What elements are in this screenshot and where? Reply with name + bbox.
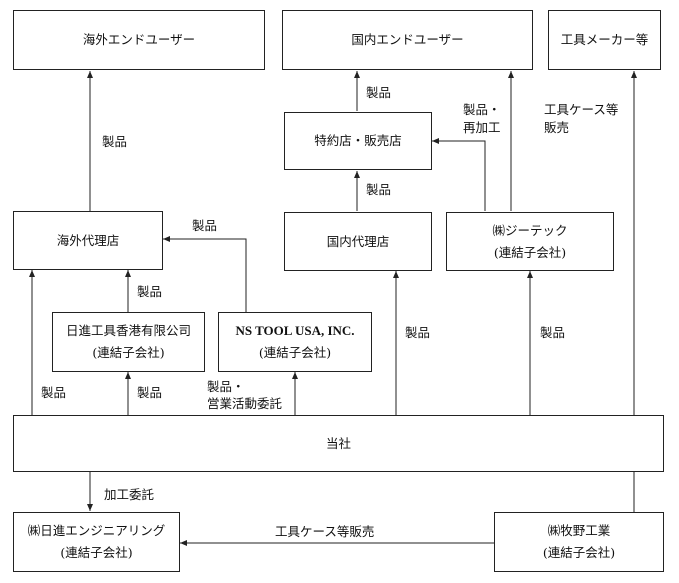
domestic-agents-label: 国内代理店 <box>326 233 390 249</box>
label-products-gtech: 製品 <box>540 325 566 340</box>
label-processing-outsource: 加工委託 <box>104 487 155 502</box>
label-products-domestic-agents: 製品 <box>405 325 431 340</box>
overseas-end-users-box: 海外エンドユーザー <box>13 10 265 70</box>
label-products-sales-1: 製品・ <box>207 379 245 394</box>
domestic-agents-box: 国内代理店 <box>284 212 432 271</box>
special-stores-box: 特約店・販売店 <box>284 112 432 170</box>
label-products-overseas: 製品 <box>102 134 128 149</box>
tool-makers-label: 工具メーカー等 <box>560 32 649 47</box>
g-tech-name: ㈱ジーテック <box>492 222 568 238</box>
label-products-company-hk: 製品 <box>137 385 163 400</box>
overseas-agents-box: 海外代理店 <box>13 211 163 270</box>
ns-tool-usa-box: NS TOOL USA, INC. (連結子会社) <box>218 312 372 372</box>
makino-sub: (連結子会社) <box>542 545 616 560</box>
company-label: 当社 <box>325 435 351 451</box>
g-tech-sub: (連結子会社) <box>493 244 567 260</box>
engineering-name: ㈱日進エンジニアリング <box>27 523 166 538</box>
g-tech-box: ㈱ジーテック (連結子会社) <box>446 212 614 271</box>
arrow-gtech-to-stores <box>432 138 486 211</box>
arrow-nsusa-to-overseas-agents <box>163 236 247 312</box>
overseas-end-users-label: 海外エンドユーザー <box>82 32 196 47</box>
ns-tool-usa-sub: (連結子会社) <box>258 345 332 360</box>
hk-subsidiary-name: 日進工具香港有限公司 <box>65 323 191 338</box>
engineering-box: ㈱日進エンジニアリング (連結子会社) <box>13 512 180 572</box>
label-products-nsusa-overseas: 製品 <box>192 218 218 233</box>
engineering-sub: (連結子会社) <box>60 545 133 560</box>
label-products-stores: 製品 <box>366 182 392 197</box>
overseas-agents-label: 海外代理店 <box>56 232 120 248</box>
label-products-rework-1: 製品・ <box>463 102 501 117</box>
label-tool-case-sales-1: 工具ケース等 <box>544 102 619 117</box>
label-tool-case-sales: 工具ケース等販売 <box>275 524 375 539</box>
tool-makers-box: 工具メーカー等 <box>548 10 661 70</box>
company-box: 当社 <box>13 415 664 472</box>
special-stores-label: 特約店・販売店 <box>314 133 402 148</box>
ns-tool-usa-name: NS TOOL USA, INC. <box>235 323 355 338</box>
label-products-rework-2: 再加工 <box>463 120 501 135</box>
label-products-hk-overseas: 製品 <box>137 284 163 299</box>
makino-name: ㈱牧野工業 <box>547 523 611 538</box>
label-products-company-overseas: 製品 <box>41 385 67 400</box>
makino-box: ㈱牧野工業 (連結子会社) <box>494 512 664 572</box>
hk-subsidiary-sub: (連結子会社) <box>92 345 165 360</box>
domestic-end-users-box: 国内エンドユーザー <box>282 10 533 70</box>
hk-subsidiary-box: 日進工具香港有限公司 (連結子会社) <box>52 312 205 372</box>
label-products-sales-2: 営業活動委託 <box>207 396 283 411</box>
label-products-domestic-end: 製品 <box>366 85 392 100</box>
domestic-end-users-label: 国内エンドユーザー <box>351 32 464 47</box>
label-tool-case-sales-2: 販売 <box>544 120 570 135</box>
